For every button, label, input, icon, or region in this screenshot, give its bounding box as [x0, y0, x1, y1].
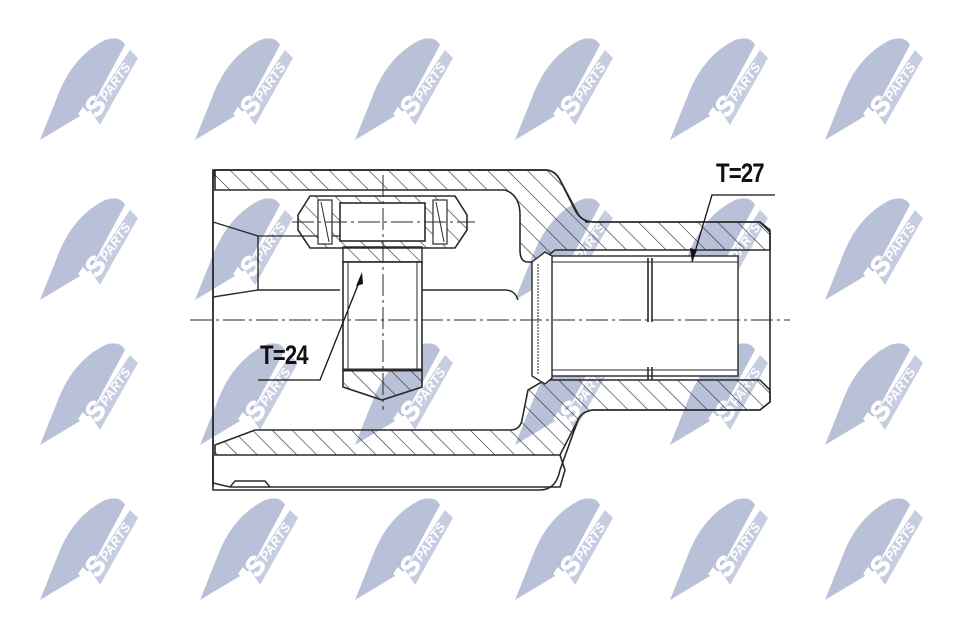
housing-wall-top [214, 169, 771, 263]
housing-wall-bottom [214, 379, 771, 456]
spline-count-label-left: T=24 [260, 340, 309, 370]
output-bore [531, 251, 739, 385]
center-lines [190, 175, 790, 410]
dimension-leaders [258, 194, 775, 381]
spline-count-label-right: T=27 [716, 158, 765, 188]
